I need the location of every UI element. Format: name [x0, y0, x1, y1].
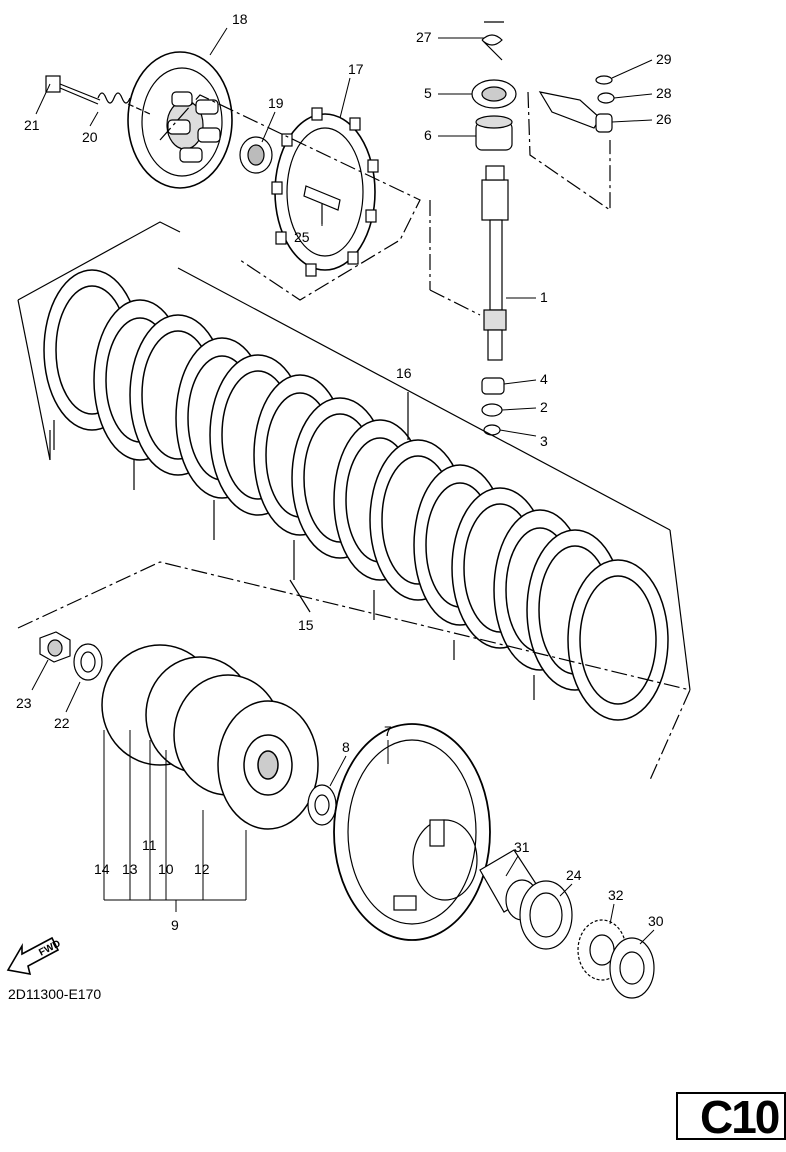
callout-8: 8	[342, 739, 350, 755]
plain-washer-part	[609, 937, 655, 999]
washer-2-part	[481, 403, 503, 417]
callout-22: 22	[54, 715, 70, 731]
friction-plate-17	[271, 107, 379, 277]
callout-12: 12	[194, 861, 210, 877]
parts-diagram: FWD 18 17 19 21 20 25 27 5 6 29 28 26 1 …	[6, 11, 691, 999]
callout-9: 9	[171, 917, 179, 933]
lock-washer-part	[73, 643, 103, 681]
bearing-4-part	[481, 377, 505, 395]
circlip-part	[595, 75, 613, 85]
bolt-part	[45, 75, 101, 105]
callout-7: 7	[384, 723, 392, 739]
spring-part	[97, 92, 151, 115]
diagram-code: 2D11300-E170	[8, 986, 102, 1002]
callout-25: 25	[294, 229, 310, 245]
callout-24: 24	[566, 867, 582, 883]
callout-21: 21	[24, 117, 40, 133]
callout-15: 15	[298, 617, 314, 633]
lock-nut-part	[39, 631, 71, 663]
callout-6: 6	[424, 127, 432, 143]
callout-32: 32	[608, 887, 624, 903]
callout-19: 19	[268, 95, 284, 111]
pressure-plate-part	[127, 51, 233, 189]
callout-23: 23	[16, 695, 32, 711]
callout-29: 29	[656, 51, 672, 67]
callout-26: 26	[656, 111, 672, 127]
callout-20: 20	[82, 129, 98, 145]
needle-bearing-part	[475, 115, 513, 151]
push-lever-part	[538, 91, 613, 133]
push-lever-shaft-part	[481, 165, 509, 361]
callout-11: 11	[142, 837, 157, 853]
torsion-spring-part	[481, 21, 504, 61]
callout-17: 17	[348, 61, 364, 77]
needle-bearing-24-part	[519, 880, 573, 950]
callout-10: 10	[158, 861, 174, 877]
callout-1: 1	[540, 289, 548, 305]
callout-30: 30	[648, 913, 664, 929]
callout-16: 16	[396, 365, 412, 381]
callout-4: 4	[540, 371, 548, 387]
callout-14: 14	[94, 861, 110, 877]
callout-27: 27	[416, 29, 432, 45]
washer-part	[597, 92, 615, 104]
callout-5: 5	[424, 85, 432, 101]
page-label-box: C10	[676, 1091, 786, 1143]
callout-3: 3	[540, 433, 548, 449]
fwd-arrow-icon	[6, 936, 60, 976]
callout-31: 31	[514, 839, 530, 855]
callout-18: 18	[232, 11, 248, 27]
callout-13: 13	[122, 861, 138, 877]
damper-assembly-part	[101, 644, 319, 830]
oil-seal-part	[471, 79, 517, 109]
callout-28: 28	[656, 85, 672, 101]
bearing-part	[239, 136, 273, 174]
clutch-plate-stack	[17, 221, 691, 721]
thrust-washer-part	[307, 784, 337, 826]
clutch-housing-part	[333, 723, 491, 941]
circlip-3-part	[483, 424, 501, 436]
callout-2: 2	[540, 399, 548, 415]
page-label: C10	[700, 1091, 780, 1143]
fwd-label: FWD	[37, 938, 62, 958]
